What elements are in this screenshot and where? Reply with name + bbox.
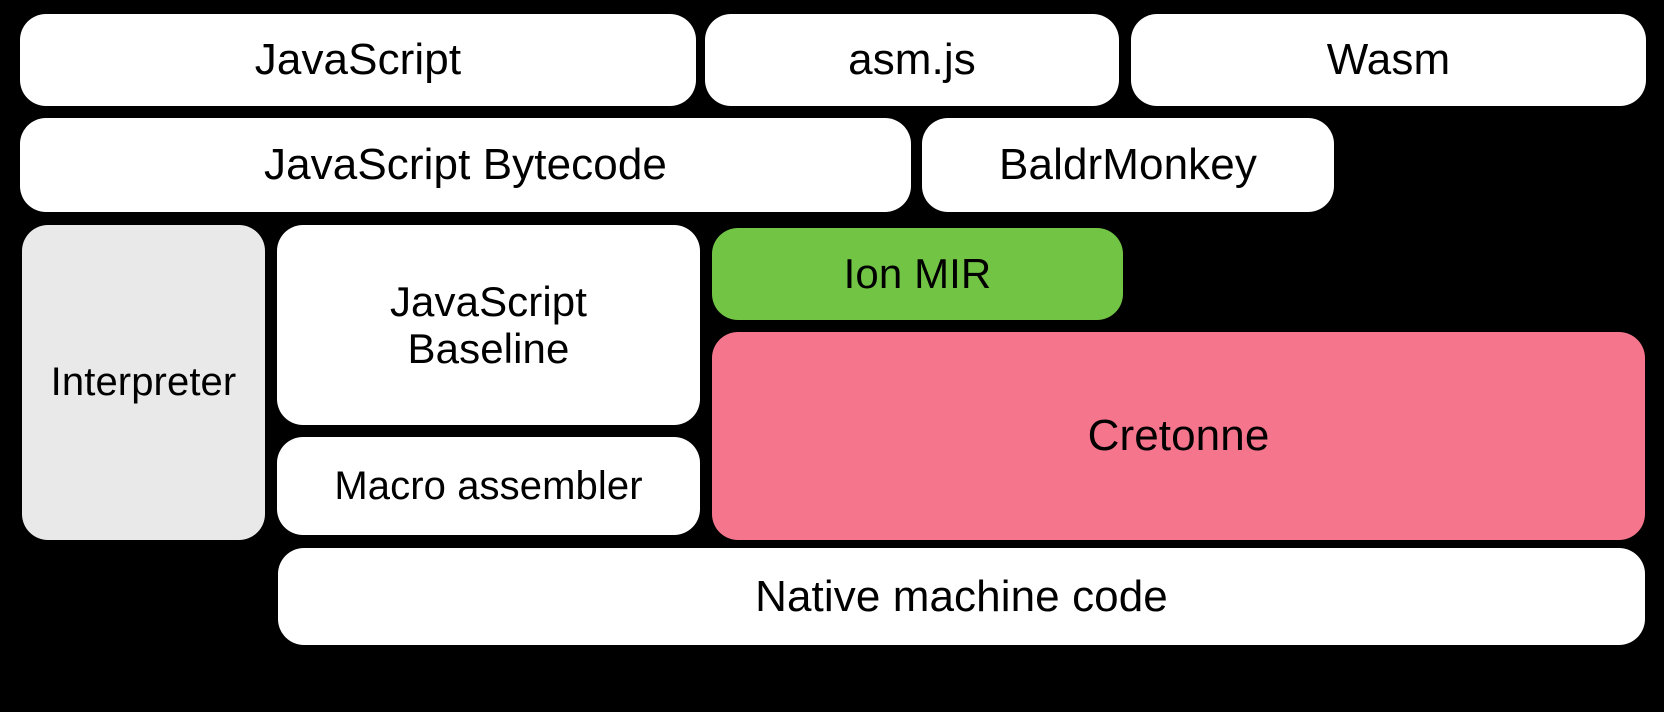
- node-macro-assembler[interactable]: Macro assembler: [277, 437, 700, 535]
- node-native-machine-code[interactable]: Native machine code: [278, 548, 1645, 645]
- node-interpreter[interactable]: Interpreter: [22, 225, 265, 540]
- node-javascript-baseline[interactable]: JavaScript Baseline: [277, 225, 700, 425]
- node-javascript-bytecode[interactable]: JavaScript Bytecode: [20, 118, 911, 212]
- node-ion-mir[interactable]: Ion MIR: [712, 228, 1123, 320]
- node-asmjs[interactable]: asm.js: [705, 14, 1119, 106]
- node-javascript[interactable]: JavaScript: [20, 14, 696, 106]
- node-cretonne[interactable]: Cretonne: [712, 332, 1645, 540]
- node-baldrmonkey[interactable]: BaldrMonkey: [922, 118, 1334, 212]
- node-wasm[interactable]: Wasm: [1131, 14, 1646, 106]
